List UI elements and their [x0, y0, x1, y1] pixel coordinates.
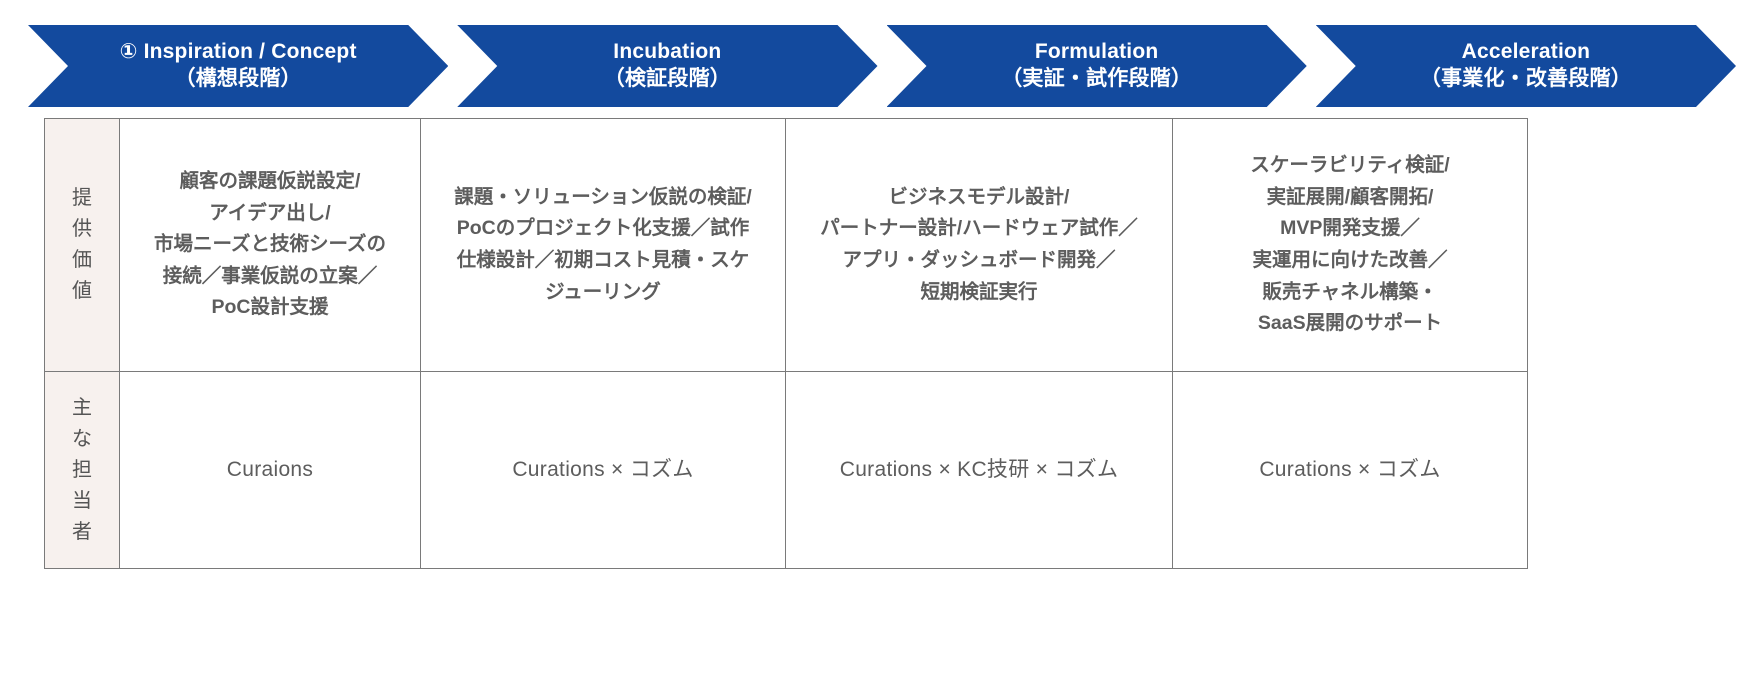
cell-line: 接続／事業仮説の立案／ [162, 264, 378, 287]
cell-line: スケーラビリティ検証/ [1250, 154, 1450, 177]
cell-line: 仕様設計／初期コスト見積・スケ [456, 249, 750, 271]
cell-line: ジューリング [545, 280, 661, 303]
cell-line: 市場ニーズと技術シーズの [153, 233, 387, 256]
row-label-char: 担 [72, 458, 92, 481]
cell-line: SaaS展開のサポート [1257, 312, 1443, 335]
cell-line: MVP開発支援／ [1280, 217, 1420, 240]
cell-value-incubation: 課題・ソリューション仮説の検証/ PoCのプロジェクト化支援／試作 仕様設計／初… [420, 118, 786, 372]
stage-title-ja: （事業化・改善段階） [1419, 67, 1632, 90]
row-label-value: 提 供 価 値 [44, 118, 120, 372]
row-label-value-chars: 提 供 価 値 [45, 183, 119, 307]
cell-line: Curations × コズム [512, 457, 694, 481]
stage-title-en: Acceleration [1461, 40, 1591, 64]
cell-line: 短期検証実行 [920, 280, 1038, 303]
cell-line: 販売チャネル構築・ [1262, 280, 1438, 303]
cell-line: PoCのプロジェクト化支援／試作 [456, 217, 750, 240]
stage-chevron-band: ① Inspiration / Concept （構想段階） Incubatio… [28, 25, 1736, 107]
cell-line: アプリ・ダッシュボード開発／ [842, 249, 1116, 271]
row-label-owner-chars: 主 な 担 当 者 [45, 393, 119, 548]
table-row-owner: 主 な 担 当 者 Curaions Curations × コズム Curat… [44, 371, 1528, 569]
stage-title-en: Incubation [613, 40, 722, 64]
stage-matrix-table: 提 供 価 値 顧客の課題仮説設定/ アイデア出し/ 市場ニーズと技術シーズの … [44, 118, 1528, 569]
cell-line: 顧客の課題仮説設定/ [179, 170, 361, 193]
stage-title-ja: （実証・試作段階） [1001, 67, 1193, 90]
cell-owner-inspiration: Curaions [119, 371, 421, 569]
cell-line: Curaions [226, 457, 314, 481]
cell-line: Curations × KC技研 × コズム [839, 457, 1119, 481]
cell-line: 課題・ソリューション仮説の検証/ [454, 185, 752, 208]
stage-title-ja: （構想段階） [174, 67, 302, 90]
stage-chevron-acceleration[interactable]: Acceleration （事業化・改善段階） [1316, 25, 1736, 107]
cell-owner-formulation: Curations × KC技研 × コズム [785, 371, 1173, 569]
row-label-char: 供 [72, 218, 92, 240]
stage-title-en: Formulation [1034, 40, 1159, 64]
cell-value-formulation: ビジネスモデル設計/ パートナー設計/ハードウェア試作／ アプリ・ダッシュボード… [785, 118, 1173, 372]
cell-owner-acceleration: Curations × コズム [1172, 371, 1528, 569]
cell-line: パートナー設計/ハードウェア試作／ [820, 217, 1138, 240]
cell-line: アイデア出し/ [209, 201, 331, 224]
row-label-char: な [72, 427, 92, 450]
cell-value-inspiration: 顧客の課題仮説設定/ アイデア出し/ 市場ニーズと技術シーズの 接続／事業仮説の… [119, 118, 421, 372]
row-label-char: 提 [72, 187, 92, 209]
cell-owner-incubation: Curations × コズム [420, 371, 786, 569]
table-row-value: 提 供 価 値 顧客の課題仮説設定/ アイデア出し/ 市場ニーズと技術シーズの … [44, 118, 1528, 372]
stage-title-en: ① Inspiration / Concept [119, 40, 357, 64]
cell-line: PoC設計支援 [211, 296, 329, 319]
cell-value-acceleration: スケーラビリティ検証/ 実証展開/顧客開拓/ MVP開発支援／ 実運用に向けた改… [1172, 118, 1528, 372]
row-label-owner: 主 な 担 当 者 [44, 371, 120, 569]
stage-chevron-formulation[interactable]: Formulation （実証・試作段階） [887, 25, 1307, 107]
cell-line: ビジネスモデル設計/ [888, 185, 1070, 208]
row-label-char: 価 [72, 249, 92, 271]
row-label-char: 主 [72, 396, 92, 419]
stage-chevron-incubation[interactable]: Incubation （検証段階） [457, 25, 877, 107]
cell-line: 実運用に向けた改善／ [1252, 249, 1448, 271]
row-label-char: 当 [72, 489, 92, 512]
stage-chevron-inspiration[interactable]: ① Inspiration / Concept （構想段階） [28, 25, 448, 107]
cell-line: 実証展開/顧客開拓/ [1266, 185, 1434, 208]
row-label-char: 者 [72, 520, 92, 543]
row-label-char: 値 [72, 280, 92, 302]
stage-title-ja: （検証段階） [603, 67, 731, 90]
cell-line: Curations × コズム [1259, 457, 1441, 481]
